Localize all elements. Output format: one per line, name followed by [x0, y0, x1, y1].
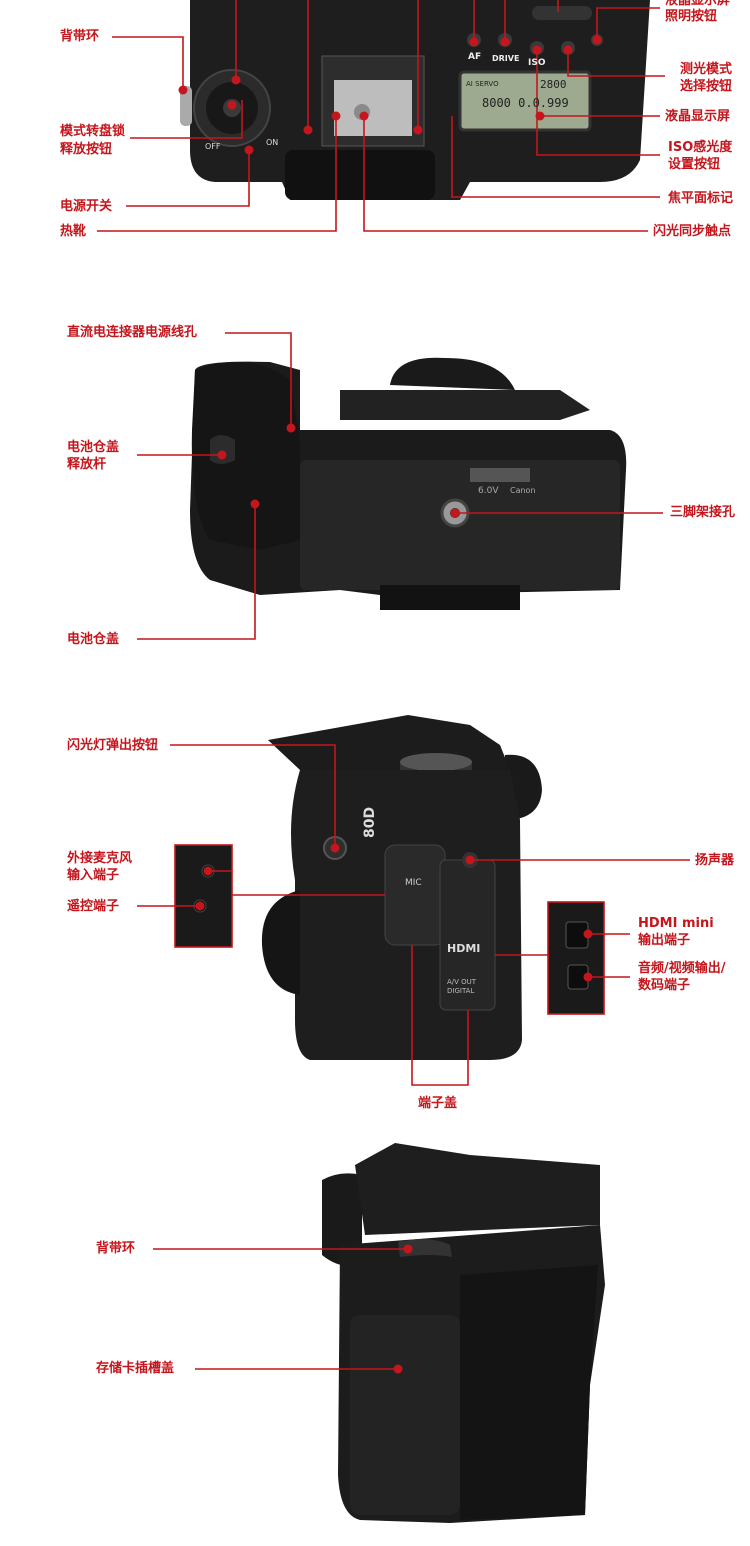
label-dial-lock-2: 释放按钮 [60, 142, 113, 157]
off-text: OFF [205, 142, 221, 151]
label-lcd-illum-1: 液晶显示屏 [665, 0, 731, 8]
mic-text: MIC [405, 878, 422, 888]
label-hdmi-2: 输出端子 [638, 933, 691, 948]
label-av-1: 音频/视频输出/ [638, 961, 726, 976]
right-side-section: 背带环 存储卡插槽盖 [0, 1125, 750, 1545]
label-dial-lock-1: 模式转盘锁 [60, 124, 126, 139]
lcd-top-text: 2800 [540, 78, 567, 91]
bottom-view-camera [137, 332, 663, 640]
left-side-section: 80D MIC HDMI A/V OUT DIGITAL 闪光灯弹出按钮 外接麦… [0, 700, 750, 1120]
label-hdmi-1: HDMI mini [638, 916, 714, 931]
label-strap-lug-top: 背带环 [60, 29, 100, 44]
label-card-slot: 存储卡插槽盖 [96, 1361, 175, 1376]
label-focal-plane: 焦平面标记 [668, 191, 734, 206]
top-view-section: AF DRIVE ISO OFF ON AI SERVO 2800 8000 0… [0, 0, 750, 250]
label-av-2: 数码端子 [638, 978, 691, 993]
label-iso-1: ISO感光度 [668, 140, 733, 155]
label-speaker: 扬声器 [695, 853, 735, 868]
top-view-camera [97, 0, 665, 232]
lcd-mode-text: AI SERVO [466, 80, 499, 88]
label-mic-1: 外接麦克风 [67, 851, 133, 866]
label-lcd-illum-2: 照明按钮 [665, 9, 718, 24]
hdmi-text: HDMI [447, 942, 481, 955]
label-flash-sync: 闪光同步触点 [653, 224, 732, 239]
label-battery-cover: 电池仓盖 [67, 632, 120, 647]
label-metering-1: 测光模式 [680, 62, 733, 77]
label-tripod: 三脚架接孔 [670, 505, 736, 520]
label-remote: 遥控端子 [67, 899, 120, 914]
label-metering-2: 选择按钮 [680, 79, 733, 94]
avout-text: A/V OUT DIGITAL [447, 978, 477, 995]
label-power: 电源开关 [60, 199, 113, 214]
label-hot-shoe: 热靴 [60, 224, 87, 239]
af-button-text: AF [468, 52, 482, 62]
label-battery-release-2: 释放杆 [67, 457, 107, 472]
right-side-camera [153, 1143, 605, 1523]
brand-text: Canon [510, 486, 536, 495]
label-terminal-cover: 端子盖 [418, 1096, 458, 1111]
lcd-mid-text: 8000 0.0.999 [482, 96, 569, 110]
left-side-camera [137, 715, 690, 1086]
label-iso-2: 设置按钮 [668, 157, 721, 172]
label-flash-popup: 闪光灯弹出按钮 [67, 738, 159, 753]
label-strap-lug-side: 背带环 [96, 1241, 136, 1256]
label-battery-release-1: 电池仓盖 [67, 440, 120, 455]
drive-button-text: DRIVE [492, 54, 520, 63]
model-text: 80D [362, 806, 378, 838]
label-mic-2: 输入端子 [67, 868, 120, 883]
iso-button-text: ISO [528, 58, 546, 68]
bottom-view-section: 6.0V Canon 直流电连接器电源线孔 电池仓盖 释放杆 三脚架接孔 电池仓… [0, 310, 750, 660]
label-lcd-panel: 液晶显示屏 [665, 109, 731, 124]
voltage-text: 6.0V [478, 486, 499, 496]
on-text: ON [266, 138, 279, 147]
label-dc-coupler: 直流电连接器电源线孔 [67, 325, 198, 340]
